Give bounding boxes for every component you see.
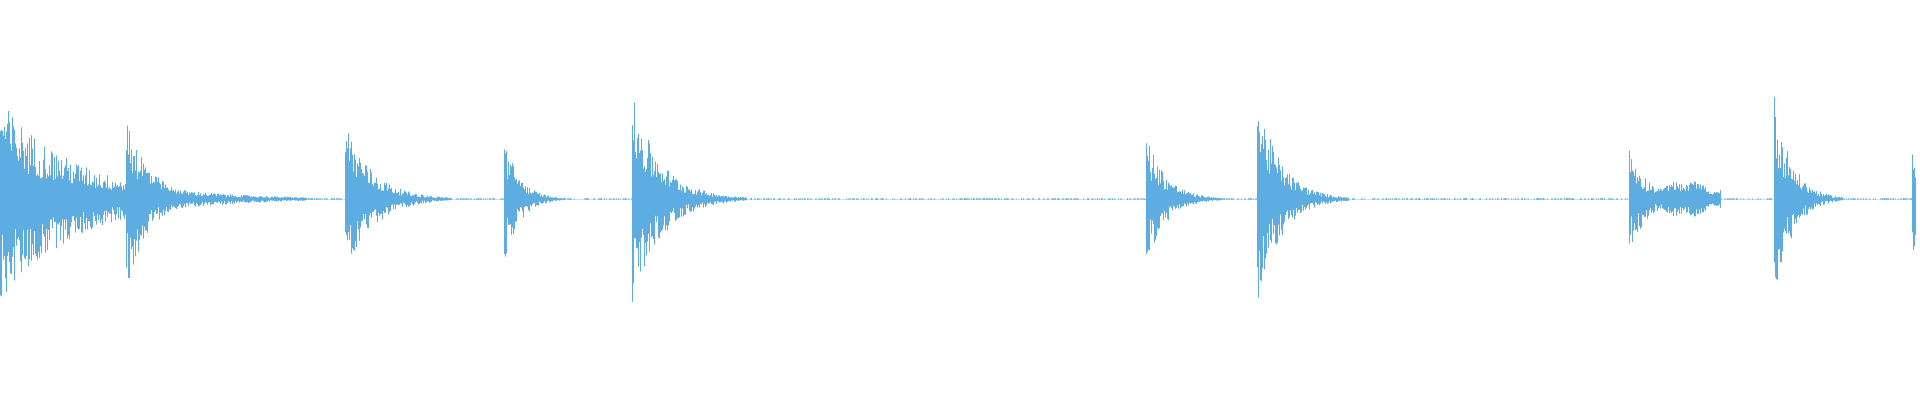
waveform-channel [0, 96, 1916, 302]
waveform-trace [0, 96, 1916, 302]
